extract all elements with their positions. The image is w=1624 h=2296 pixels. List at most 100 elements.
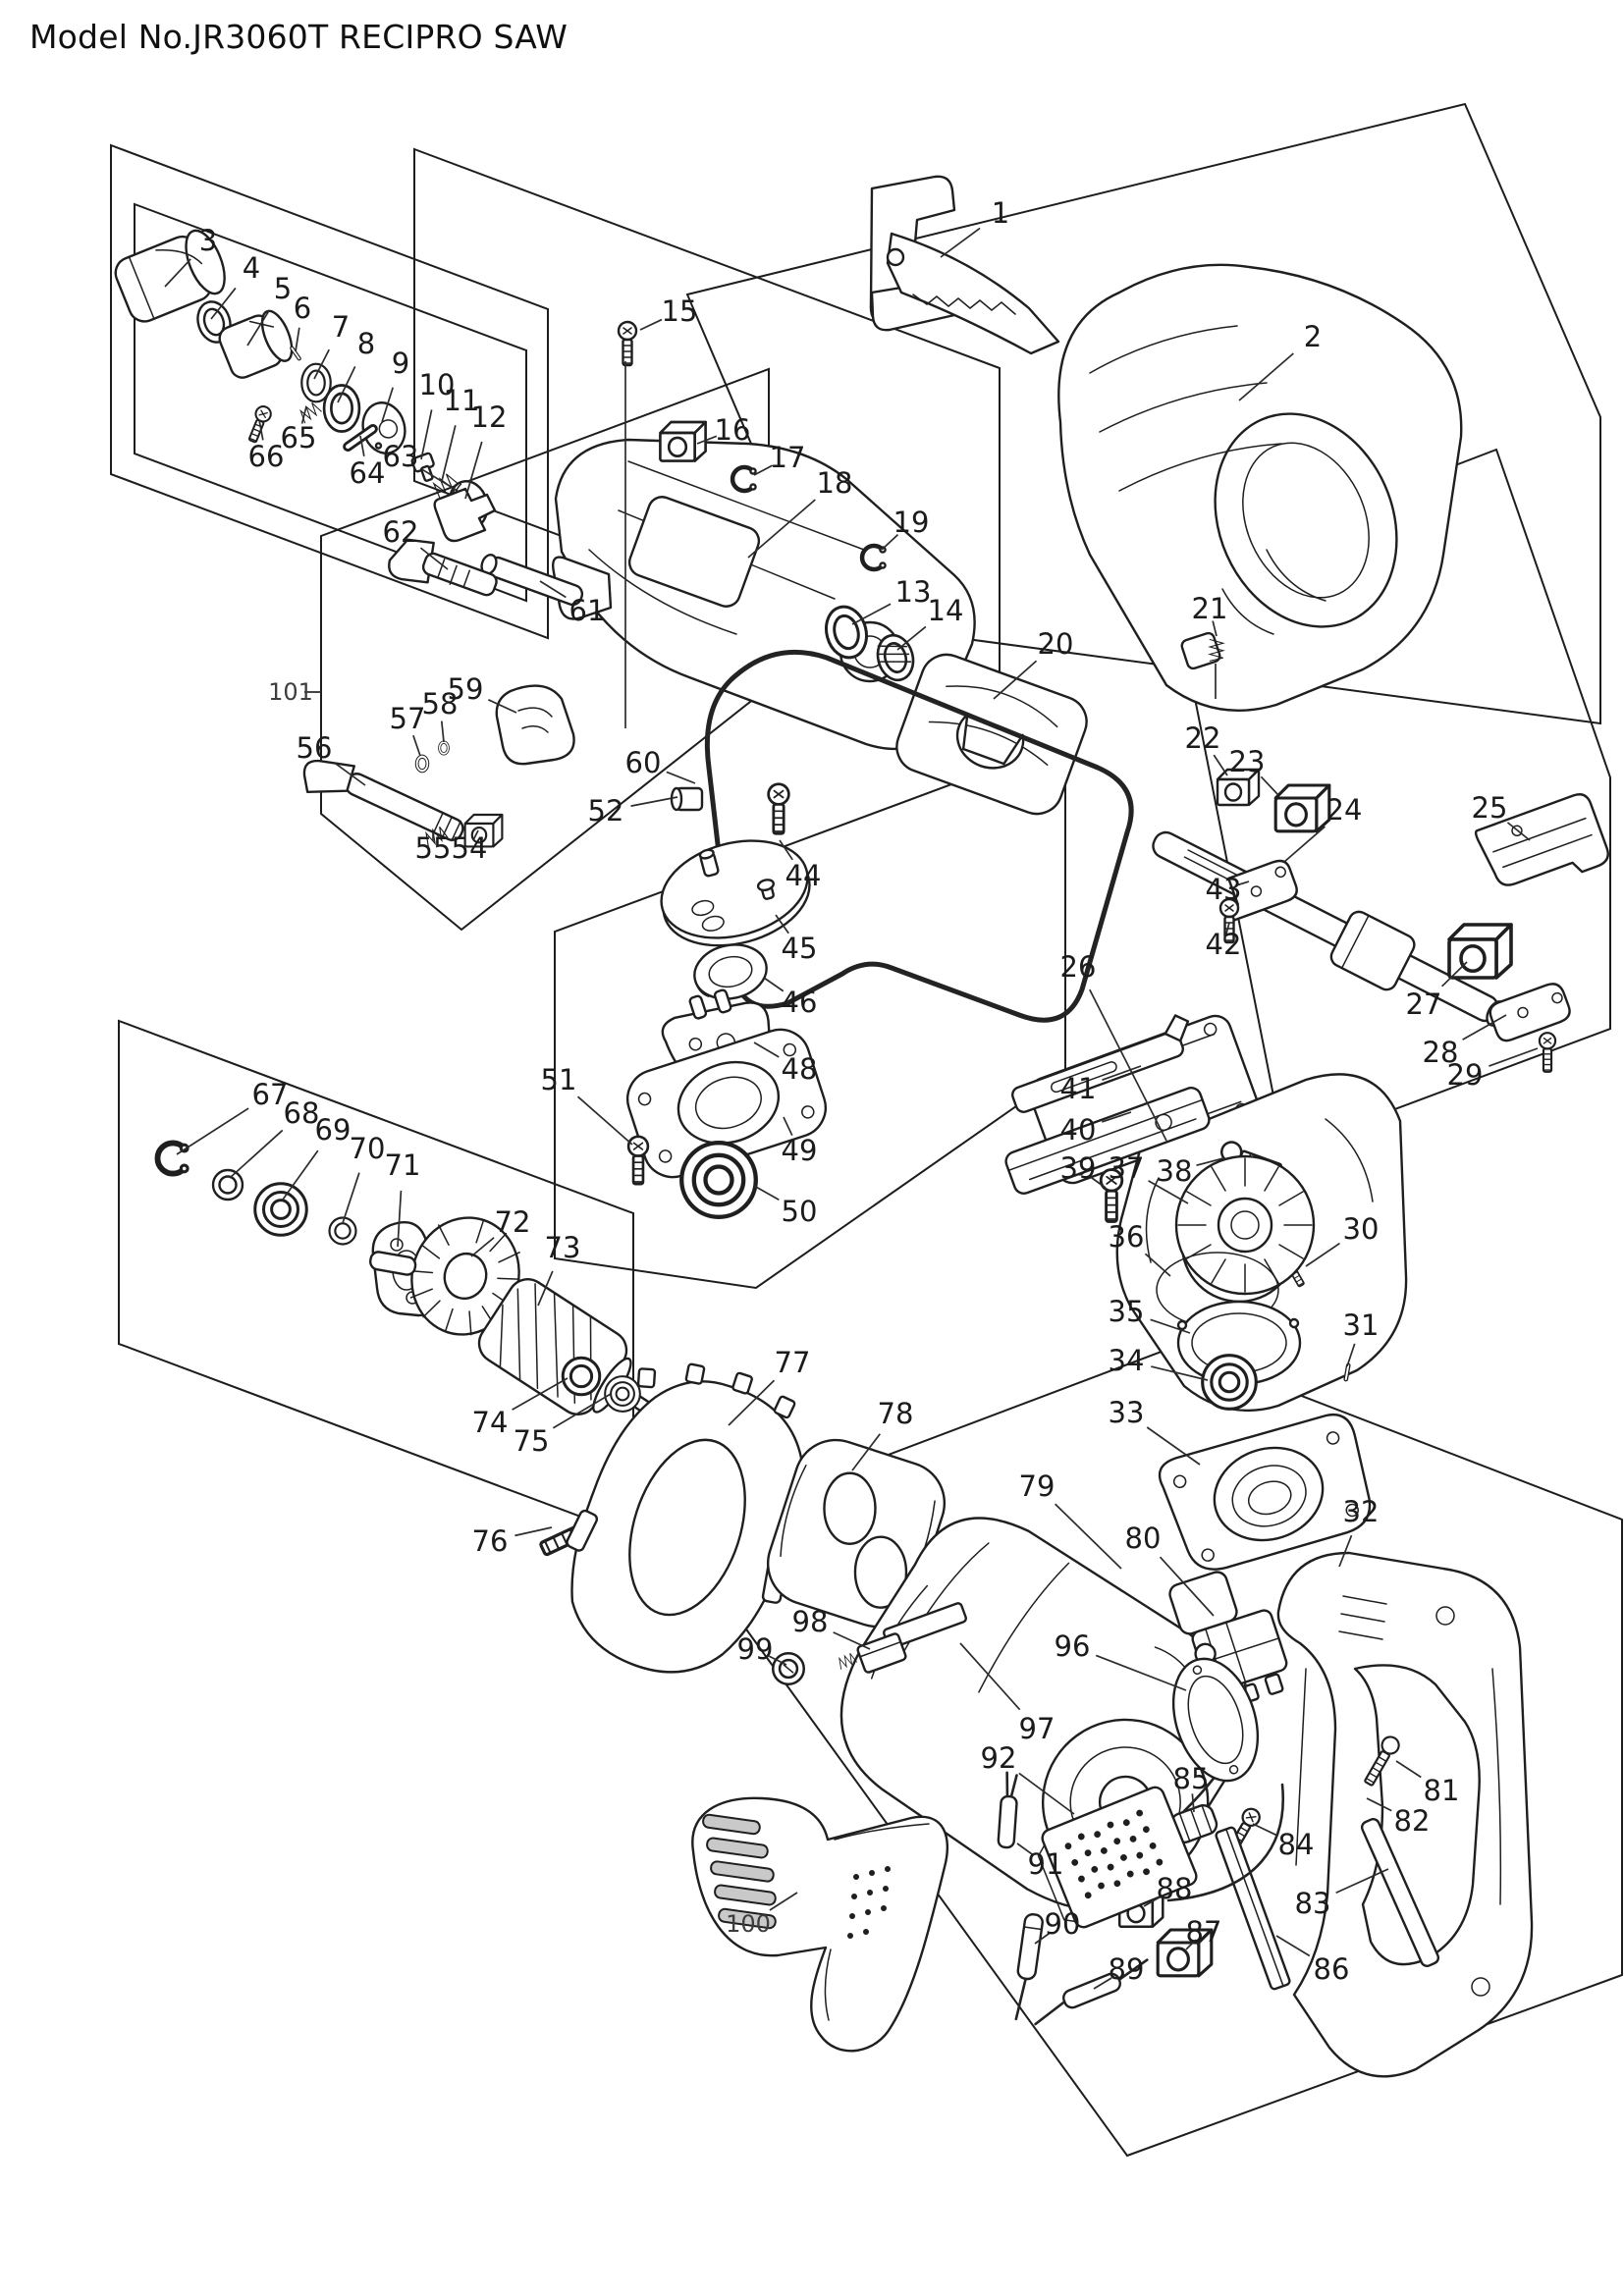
- leader-line-8: [337, 366, 356, 403]
- leader-line-33: [1146, 1426, 1201, 1466]
- leader-line-50: [753, 1185, 780, 1201]
- leader-line-48: [753, 1041, 780, 1058]
- leader-line-5: [246, 309, 271, 347]
- leader-line-12: [464, 441, 483, 500]
- part-label-1: 1: [992, 196, 1009, 230]
- leader-line-97: [959, 1642, 1021, 1711]
- part-label-61: 61: [569, 594, 606, 627]
- part-label-63: 63: [383, 440, 419, 473]
- part-77-stator-drawing: [566, 1362, 803, 1674]
- parts-54-59-lever-group-drawing: [302, 684, 575, 848]
- leader-line-22: [1213, 754, 1228, 776]
- part-label-80: 80: [1125, 1522, 1162, 1555]
- leader-line-2: [1238, 352, 1294, 401]
- part-63-clip-drawing: [433, 487, 497, 543]
- part-label-69: 69: [315, 1113, 352, 1147]
- leader-line-20: [993, 660, 1038, 700]
- part-label-30: 30: [1343, 1212, 1380, 1246]
- part-label-17: 17: [770, 441, 806, 474]
- part-label-50: 50: [782, 1195, 818, 1228]
- leader-line-29: [1489, 1047, 1539, 1067]
- part-label-83: 83: [1295, 1887, 1331, 1920]
- leader-line-13: [851, 603, 892, 625]
- part-label-66: 66: [248, 440, 285, 473]
- parts-67-76-armature-group-drawing: [157, 1143, 654, 1563]
- part-label-72: 72: [495, 1205, 531, 1239]
- part-label-85: 85: [1173, 1762, 1210, 1795]
- part-label-21: 21: [1192, 592, 1228, 625]
- part-86-rod-drawing: [1215, 1826, 1291, 1991]
- part-label-73: 73: [545, 1231, 581, 1264]
- leader-line-84: [1252, 1823, 1277, 1837]
- leader-line-9: [381, 387, 394, 423]
- parts-44-52-crank-group-drawing: [625, 782, 828, 1217]
- part-label-98: 98: [792, 1605, 829, 1638]
- part-label-88: 88: [1157, 1872, 1193, 1905]
- part-label-78: 78: [878, 1397, 914, 1430]
- leader-line-70: [342, 1172, 360, 1224]
- part-label-37: 37: [1109, 1151, 1145, 1185]
- leader-line-88: [1143, 1896, 1162, 1907]
- leader-line-16: [696, 435, 718, 445]
- part-label-56: 56: [297, 731, 333, 765]
- leader-line-67: [176, 1107, 249, 1155]
- part-2-motor-housing-drawing: [1057, 263, 1463, 712]
- leader-line-56: [334, 762, 366, 786]
- leader-line-41: [1102, 1065, 1142, 1082]
- leader-line-96: [1095, 1654, 1187, 1691]
- leader-line-37: [1148, 1180, 1189, 1204]
- leader-line-81: [1395, 1760, 1422, 1779]
- part-label-44: 44: [785, 859, 822, 892]
- part-label-42: 42: [1206, 928, 1242, 961]
- part-label-90: 90: [1045, 1907, 1081, 1941]
- leader-line-91: [1016, 1842, 1034, 1856]
- part-label-35: 35: [1109, 1295, 1145, 1328]
- leader-line-1: [940, 227, 981, 258]
- part-label-101: 101: [268, 678, 313, 706]
- leader-line-71: [397, 1190, 403, 1248]
- leader-line-73: [537, 1270, 554, 1307]
- part-1-shoe-assembly-drawing: [869, 175, 1060, 355]
- part-label-74: 74: [472, 1406, 509, 1439]
- part-label-34: 34: [1109, 1344, 1145, 1377]
- leader-line-35: [1150, 1318, 1191, 1334]
- leader-line-87: [1185, 1939, 1197, 1950]
- part-label-45: 45: [782, 932, 818, 965]
- leader-line-25: [1506, 822, 1531, 841]
- leader-line-72: [470, 1237, 495, 1257]
- part-label-77: 77: [775, 1346, 811, 1379]
- part-label-60: 60: [625, 746, 662, 779]
- leader-line-26: [1089, 988, 1167, 1142]
- leader-line-31: [1346, 1343, 1356, 1367]
- leader-line-66: [258, 419, 264, 441]
- leader-line-17: [753, 464, 774, 476]
- part-label-99: 99: [737, 1632, 774, 1666]
- part-label-52: 52: [588, 794, 624, 828]
- part-label-84: 84: [1278, 1828, 1315, 1861]
- part-label-75: 75: [514, 1424, 550, 1458]
- leader-line-98: [833, 1631, 871, 1650]
- part-label-23: 23: [1229, 745, 1266, 778]
- part-label-14: 14: [928, 594, 964, 627]
- leader-line-86: [1275, 1935, 1311, 1957]
- part-100-rear-handle-drawing: [691, 1796, 948, 2053]
- leader-line-54: [472, 829, 479, 841]
- part-label-55: 55: [415, 831, 452, 865]
- part-label-24: 24: [1326, 793, 1363, 827]
- leader-line-21: [1212, 620, 1218, 637]
- leader-line-27: [1441, 961, 1468, 988]
- part-label-39: 39: [1060, 1151, 1097, 1185]
- part-label-76: 76: [472, 1524, 509, 1558]
- parts-22-29-slider-group-drawing: [1152, 768, 1609, 1073]
- leader-line-57: [412, 734, 421, 757]
- leader-line-24: [1283, 826, 1326, 863]
- part-label-46: 46: [782, 986, 818, 1019]
- leader-line-68: [229, 1129, 284, 1179]
- part-label-86: 86: [1314, 1952, 1350, 1986]
- leader-line-49: [783, 1116, 793, 1137]
- leader-line-46: [763, 977, 785, 992]
- leader-line-11: [441, 425, 457, 482]
- leader-line-6: [295, 327, 300, 352]
- part-label-96: 96: [1055, 1629, 1091, 1663]
